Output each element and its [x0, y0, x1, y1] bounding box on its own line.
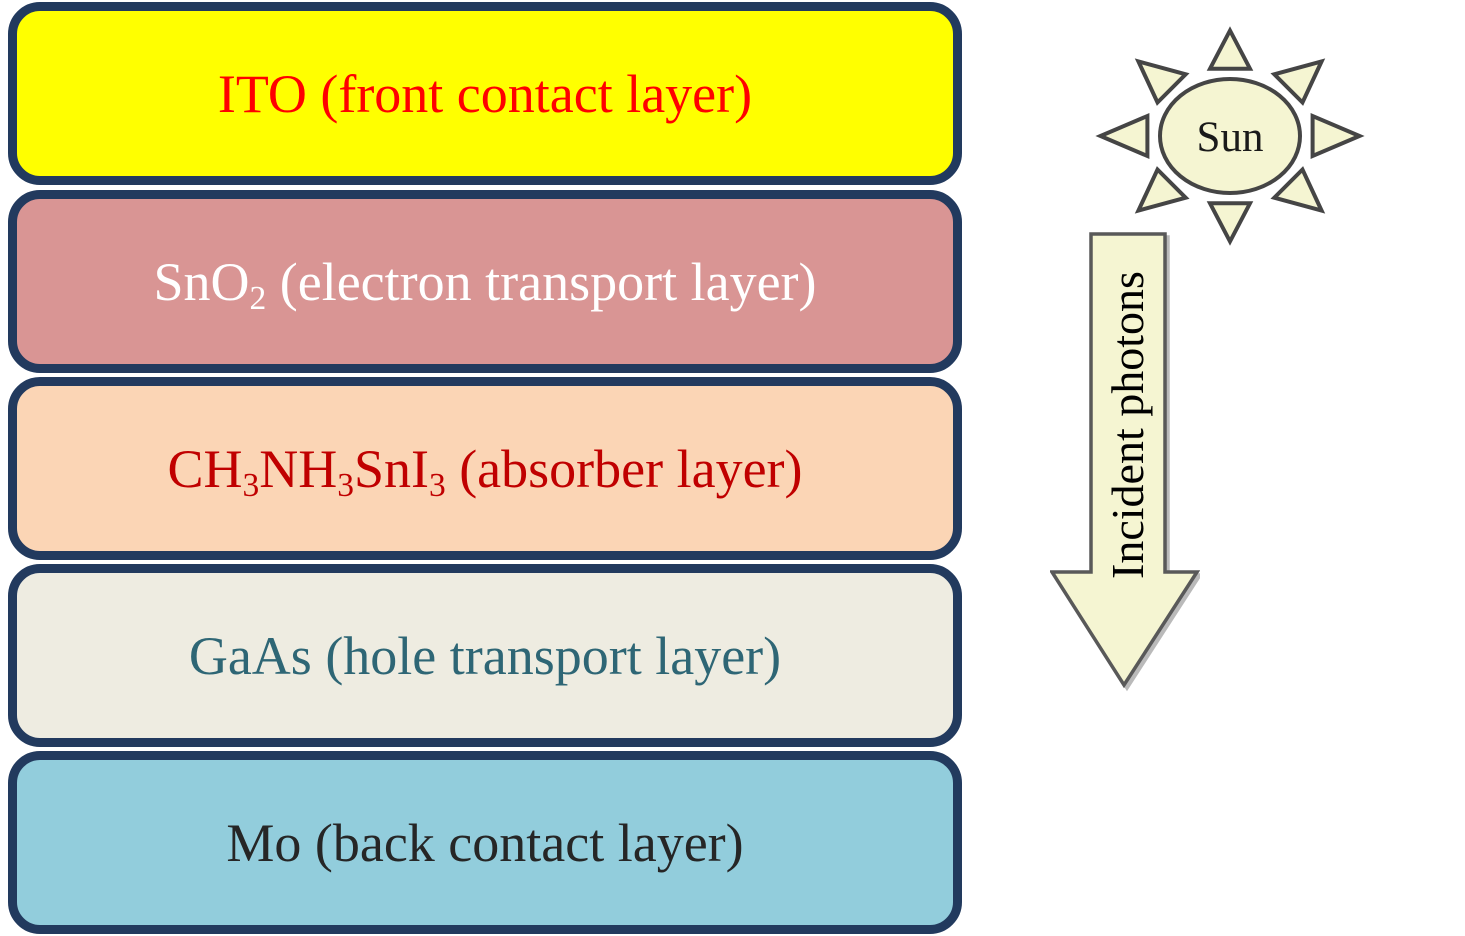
subscript: 3	[242, 466, 260, 504]
subscript: 3	[337, 466, 354, 504]
layer-text: Mo (back contact layer)	[226, 812, 744, 873]
sun-ray-top-left	[1134, 58, 1190, 106]
layer-text: CH	[167, 438, 243, 499]
sun-ray-left	[1095, 112, 1150, 160]
layer-text: (absorber layer)	[445, 438, 803, 499]
layer-sno2-label: SnO2 (electron transport layer)	[153, 251, 817, 316]
layer-text: ITO (front contact layer)	[217, 63, 753, 124]
layer-absorber: CH3NH3SnI3 (absorber layer)	[8, 377, 962, 560]
layer-text: GaAs (hole transport layer)	[188, 625, 782, 686]
subscript: 2	[249, 279, 267, 317]
sun-ray-bottom-left	[1134, 166, 1190, 214]
sun-label: Sun	[1197, 114, 1264, 161]
sun-ray-top	[1206, 26, 1254, 71]
subscript: 3	[428, 466, 446, 504]
incident-photons-label: Incident photons	[1102, 271, 1153, 579]
sun-ray-top-right	[1270, 58, 1326, 106]
sun-icon: Sun	[1095, 26, 1365, 246]
layer-sno2-electron-transport: SnO2 (electron transport layer)	[8, 190, 962, 373]
layer-gaas-hole-transport: GaAs (hole transport layer)	[8, 564, 962, 747]
layer-mo-label: Mo (back contact layer)	[226, 816, 743, 870]
layer-text: NH	[259, 438, 338, 499]
sun-ray-right	[1310, 112, 1365, 160]
sun-rays	[1095, 26, 1365, 246]
layer-text: SnI	[353, 438, 429, 499]
layer-ito-front-contact: ITO (front contact layer)	[8, 2, 962, 185]
layer-text: SnO	[153, 251, 250, 312]
incident-photons-arrow	[1050, 232, 1200, 689]
layer-mo-back-contact: Mo (back contact layer)	[8, 751, 962, 934]
layer-ito-label: ITO (front contact layer)	[218, 67, 752, 121]
sun-body	[1158, 77, 1302, 195]
sun-ray-bottom	[1206, 201, 1254, 246]
sun-ray-bottom-right	[1270, 166, 1326, 214]
layer-gaas-label: GaAs (hole transport layer)	[189, 629, 781, 683]
layer-text: (electron transport layer)	[266, 251, 817, 312]
down-arrow-shape	[1050, 232, 1200, 689]
layer-absorber-label: CH3NH3SnI3 (absorber layer)	[167, 438, 803, 503]
